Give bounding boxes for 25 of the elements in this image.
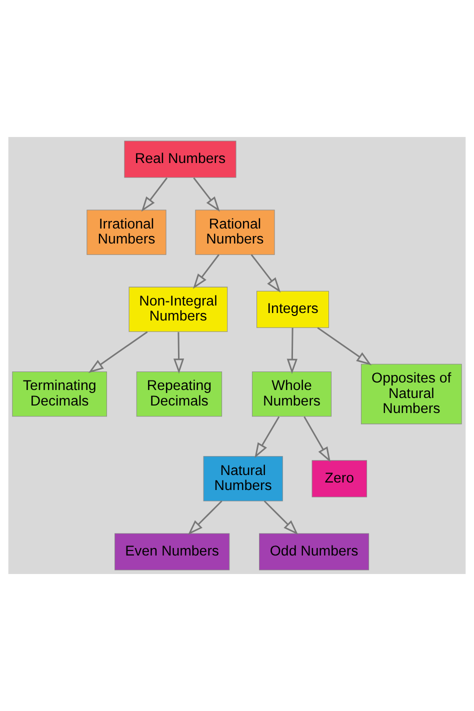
- arrow: [88, 331, 148, 373]
- arrow: [264, 500, 298, 535]
- arrow: [304, 416, 331, 462]
- arrow: [317, 327, 372, 366]
- arrow: [193, 177, 220, 212]
- node-box: Repeating Decimals: [136, 371, 222, 417]
- node-box: Integers: [256, 290, 330, 328]
- node-box: Real Numbers: [124, 140, 236, 178]
- node-box: Irrational Numbers: [86, 210, 166, 255]
- arrow: [141, 177, 168, 212]
- arrow: [286, 328, 298, 374]
- node-box: Natural Numbers: [203, 456, 283, 502]
- arrow: [192, 254, 220, 289]
- arrow: [250, 254, 281, 293]
- node-box: Terminating Decimals: [12, 371, 107, 417]
- node-box: Rational Numbers: [195, 210, 275, 255]
- node-box: Non-Integral Numbers: [128, 286, 228, 332]
- node-box: Even Numbers: [114, 533, 230, 570]
- node-box: Opposites of Natural Numbers: [360, 364, 462, 424]
- node-box: Whole Numbers: [252, 371, 332, 417]
- arrow: [188, 500, 222, 535]
- arrow: [173, 332, 184, 374]
- node-box: Odd Numbers: [259, 533, 370, 570]
- node-box: Zero: [312, 460, 368, 498]
- arrow: [254, 416, 280, 458]
